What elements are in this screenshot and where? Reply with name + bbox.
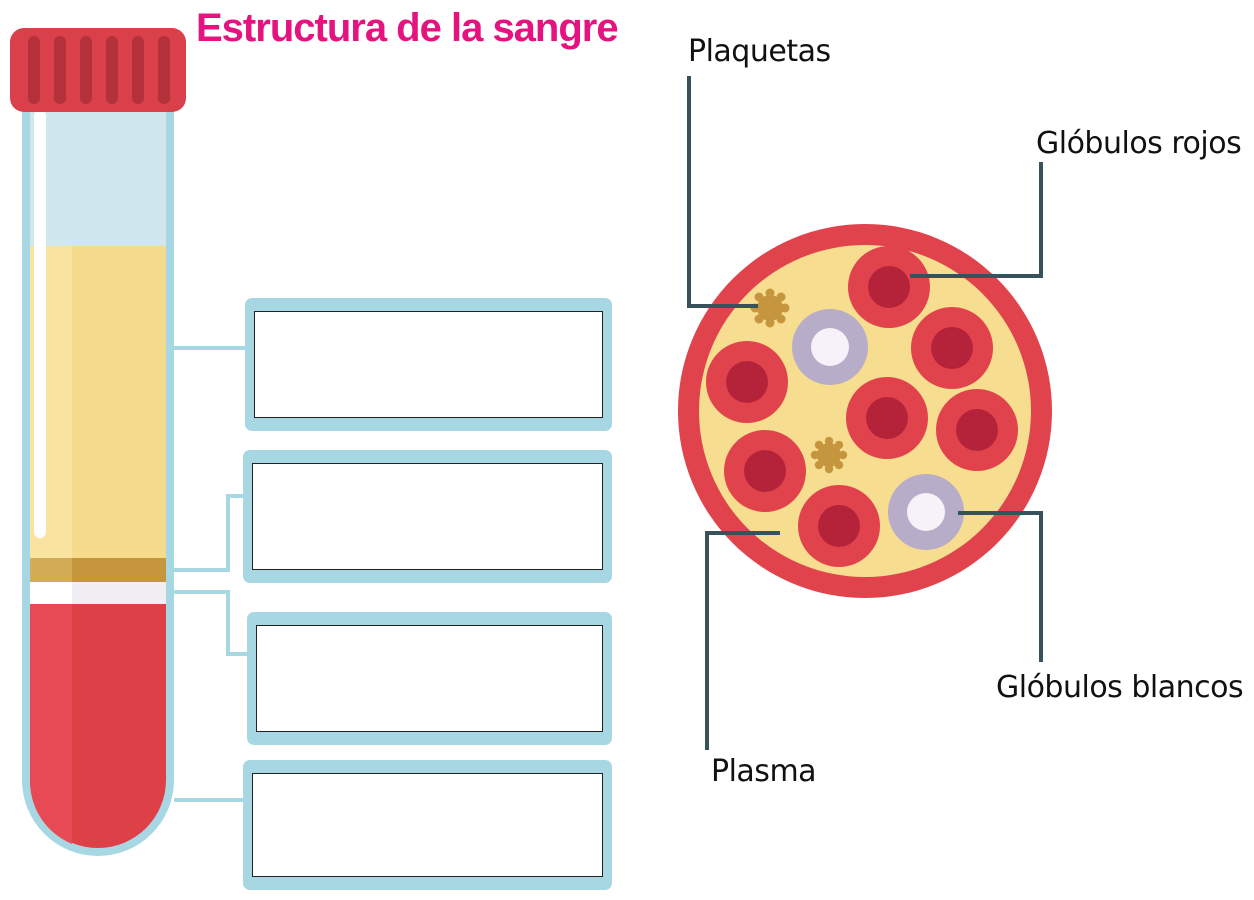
answer-field[interactable] <box>254 311 603 418</box>
answer-box-buffy-coat <box>243 450 612 583</box>
red-cells <box>706 246 1018 567</box>
answer-field[interactable] <box>252 773 603 877</box>
answer-box-red-blood <box>243 760 612 890</box>
white-cells <box>792 309 964 550</box>
tube-connectors <box>174 346 248 802</box>
platelets <box>750 288 848 474</box>
label-plaquetas: Plaquetas <box>688 34 831 69</box>
answer-box-layer <box>247 612 612 745</box>
answer-box-plasma <box>245 298 612 431</box>
test-tube-icon <box>10 28 186 856</box>
label-globulos-rojos: Glóbulos rojos <box>1036 126 1242 161</box>
answer-field[interactable] <box>256 625 603 732</box>
label-plasma: Plasma <box>711 754 817 789</box>
diagram-title: Estructura de la sangre <box>196 6 619 50</box>
label-globulos-blancos: Glóbulos blancos <box>996 670 1244 705</box>
blood-cross-section-icon <box>678 224 1052 598</box>
answer-field[interactable] <box>252 463 603 570</box>
